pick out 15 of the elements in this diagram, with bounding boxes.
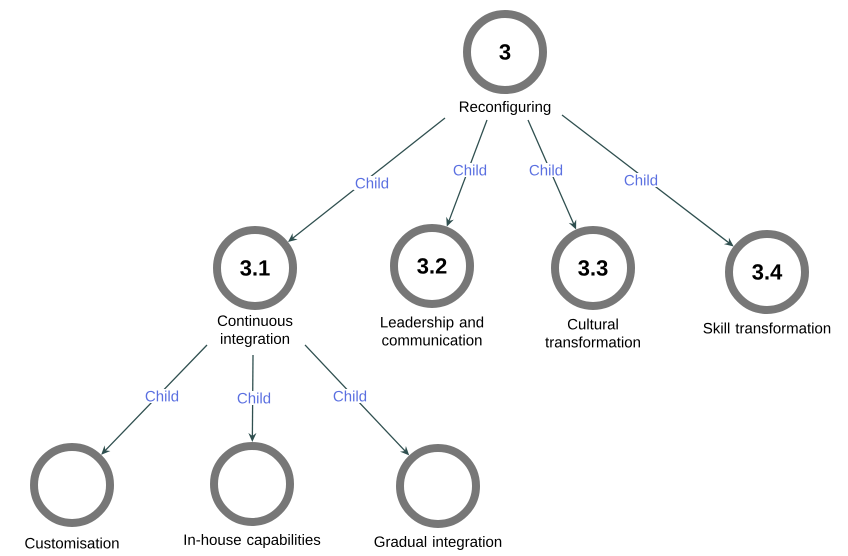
node-label: Continuous integration <box>218 315 292 347</box>
node-label: In-house capabilities <box>184 534 320 548</box>
edge-label: Child <box>331 388 369 403</box>
edge-label: Child <box>622 172 660 187</box>
node-label: Customisation <box>25 537 119 548</box>
edge-label: Child <box>451 162 489 177</box>
node-label: Leadership and communication <box>381 316 484 346</box>
node-label: Reconfiguring <box>460 101 550 115</box>
node-label: Skill transformation <box>704 322 830 334</box>
edge-label: Child <box>143 388 181 403</box>
edge-label: Child <box>235 390 273 405</box>
edge-label: Child <box>527 162 565 177</box>
node-label: Cultural transformation <box>545 318 640 348</box>
edge-label: Child <box>353 176 391 190</box>
node-label: Gradual integration <box>374 536 502 550</box>
